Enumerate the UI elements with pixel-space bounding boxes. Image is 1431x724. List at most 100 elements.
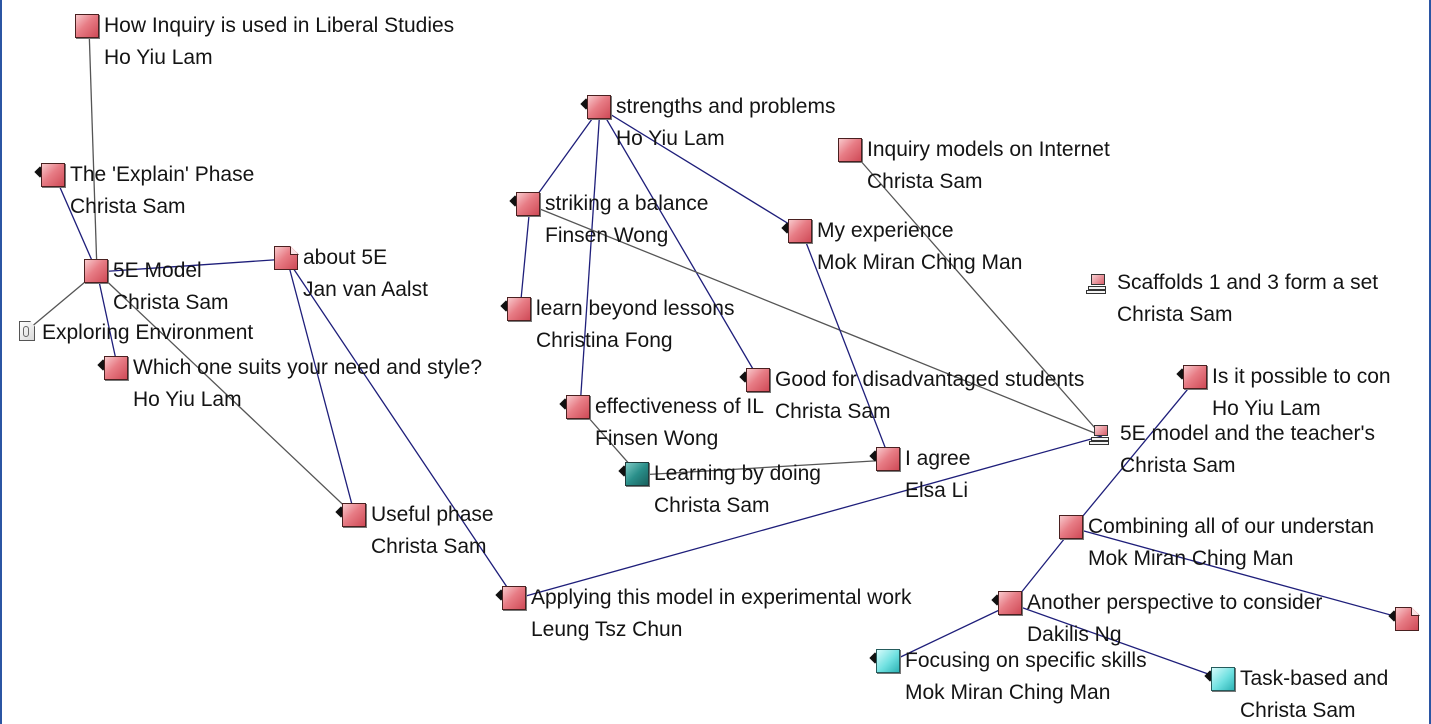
link-line (529, 204, 1103, 437)
note-title[interactable]: about 5E (303, 246, 388, 269)
note-icon[interactable] (1058, 514, 1084, 540)
note-title[interactable]: Applying this model in experimental work (531, 586, 912, 609)
note-title[interactable]: Scaffolds 1 and 3 form a set (1117, 271, 1379, 294)
note-icon[interactable] (97, 355, 129, 381)
note-title[interactable]: Another perspective to consider (1027, 591, 1323, 614)
link-line (286, 258, 516, 600)
note-icon[interactable] (869, 446, 901, 472)
note-title[interactable]: Focusing on specific skills (905, 649, 1147, 672)
note-title[interactable]: Learning by doing (654, 462, 821, 485)
note-title[interactable]: learn beyond lessons (536, 297, 735, 320)
note-author: Mok Miran Ching Man (1088, 547, 1294, 570)
note-icon[interactable] (837, 137, 863, 163)
link-line (599, 107, 761, 382)
note-title[interactable]: Useful phase (371, 503, 494, 526)
note-title[interactable]: Is it possible to con (1212, 365, 1391, 388)
note-title[interactable]: Combining all of our understan (1088, 515, 1375, 538)
link-line (638, 459, 891, 476)
link-line (286, 258, 356, 517)
note-icon[interactable] (509, 191, 541, 217)
note-title[interactable]: I agree (905, 447, 971, 470)
link-line (1072, 377, 1198, 529)
attachment-title[interactable]: Exploring Environment (42, 321, 254, 344)
note-author: Elsa Li (905, 479, 969, 502)
note-title[interactable]: Which one suits your need and style? (133, 356, 483, 379)
paperclip-document-icon[interactable] (16, 320, 38, 344)
note-node[interactable]: strengths and problems Ho Yiu Lam (580, 94, 836, 155)
link-line (88, 26, 98, 273)
note-icon[interactable] (1176, 364, 1208, 390)
note-icon[interactable] (618, 461, 650, 487)
stacked-notes-icon[interactable] (1088, 421, 1114, 447)
note-title[interactable]: effectiveness of IL (595, 395, 764, 418)
note-title[interactable]: Good for disadvantaged students (775, 368, 1085, 391)
attachment-node[interactable]: Exploring Environment (16, 320, 253, 349)
folded-note-icon[interactable] (1388, 606, 1420, 632)
link-line (1011, 527, 1074, 605)
stacked-notes-icon[interactable] (1085, 270, 1111, 296)
note-title[interactable]: 5E Model (113, 259, 202, 282)
link-line (579, 107, 601, 409)
note-icon[interactable] (559, 394, 591, 420)
note-title[interactable]: How Inquiry is used in Liberal Studies (104, 14, 455, 37)
note-node[interactable]: Which one suits your need and style?Ho Y… (97, 355, 483, 416)
note-icon[interactable] (500, 296, 532, 322)
note-author: Christa Sam (654, 494, 770, 517)
note-title[interactable]: striking a balance (545, 192, 709, 215)
note-icon[interactable] (869, 648, 901, 674)
note-icon[interactable] (83, 258, 109, 284)
link-line (514, 435, 1103, 600)
note-author: Jan van Aalst (303, 278, 428, 301)
note-title[interactable]: The 'Explain' Phase (70, 163, 255, 186)
note-node[interactable]: effectiveness of IL Finsen Wong (559, 394, 764, 455)
note-title[interactable]: strengths and problems (616, 95, 836, 118)
note-icon[interactable] (781, 218, 813, 244)
note-author: Ho Yiu Lam (1212, 397, 1321, 420)
note-title[interactable]: Inquiry models on Internet (867, 138, 1110, 161)
link-line (599, 107, 803, 233)
link-line (96, 258, 288, 273)
note-icon[interactable] (34, 162, 66, 188)
note-icon[interactable] (580, 94, 612, 120)
link-line (96, 271, 119, 370)
note-author: Ho Yiu Lam (616, 127, 725, 150)
link-line (54, 175, 98, 273)
note-node[interactable]: Applying this model in experimental work… (495, 585, 912, 646)
folded-note-icon[interactable] (273, 245, 299, 271)
note-title[interactable]: Task-based and (1240, 667, 1389, 690)
note-title[interactable]: 5E model and the teacher's (1120, 422, 1376, 445)
note-title[interactable]: My experience (817, 219, 954, 242)
note-icon[interactable] (335, 502, 367, 528)
note-icon[interactable] (739, 367, 771, 393)
note-author: Finsen Wong (595, 427, 719, 450)
link-line (519, 204, 531, 311)
note-node[interactable]: Is it possible to con Ho Yiu Lam (1176, 364, 1391, 425)
note-node[interactable]: about 5E Jan van Aalst (273, 245, 428, 306)
note-author: Dakilis Ng (1027, 623, 1122, 646)
note-icon[interactable] (74, 13, 100, 39)
note-author: Christina Fong (536, 329, 673, 352)
note-icon[interactable] (495, 585, 527, 611)
note-icon[interactable] (1204, 666, 1236, 692)
note-node[interactable] (1388, 606, 1420, 632)
note-icon[interactable] (991, 590, 1023, 616)
